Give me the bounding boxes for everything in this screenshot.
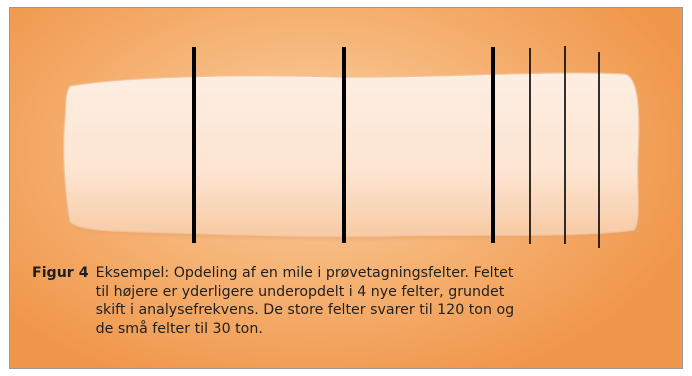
- pile-diagram: [63, 46, 641, 248]
- caption-line-3: skift i analysefrekvens. De store felter…: [95, 302, 515, 318]
- caption-line-4: de små felter til 30 ton.: [95, 320, 263, 337]
- caption-line-2: til højere er yderligere underopdelt i 4…: [95, 283, 505, 300]
- figure-frame: Figur 4 Eksempel: Opdeling af en mile i …: [9, 7, 683, 369]
- figure-caption: Figur 4 Eksempel: Opdeling af en mile i …: [32, 264, 672, 338]
- figure-label: Figur 4: [32, 265, 89, 281]
- caption-line-1: Eksempel: Opdeling af en mile i prøvetag…: [95, 265, 514, 281]
- pile-shape: [63, 72, 640, 238]
- caption-text: Eksempel: Opdeling af en mile i prøvetag…: [96, 264, 672, 338]
